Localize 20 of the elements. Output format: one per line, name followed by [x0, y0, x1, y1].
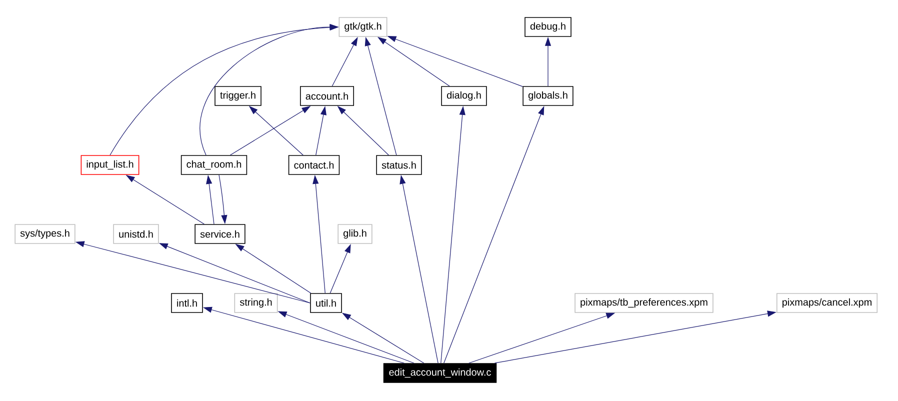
file-box: pixmaps/tb_preferences.xpm	[574, 293, 714, 313]
file-box: pixmaps/cancel.xpm	[776, 293, 878, 313]
file-box: trigger.h	[214, 86, 262, 106]
file-box: util.h	[310, 293, 342, 313]
file-box: dialog.h	[441, 86, 487, 106]
file-box: service.h	[194, 224, 246, 244]
file-box: account.h	[300, 86, 354, 106]
file-box: intl.h	[171, 293, 203, 313]
file-box: debug.h	[524, 17, 572, 37]
file-box: unistd.h	[113, 224, 159, 244]
file-box: sys/types.h	[14, 224, 76, 244]
file-box: chat_room.h	[180, 155, 248, 175]
file-box: status.h	[376, 155, 422, 175]
file-box: contact.h	[288, 155, 340, 175]
file-box: edit_account_window.c	[383, 363, 497, 383]
file-box: gtk/gtk.h	[338, 17, 388, 37]
file-box: string.h	[234, 293, 278, 313]
file-box: glib.h	[338, 224, 372, 244]
file-box: input_list.h	[80, 155, 140, 175]
file-box: globals.h	[522, 86, 574, 106]
